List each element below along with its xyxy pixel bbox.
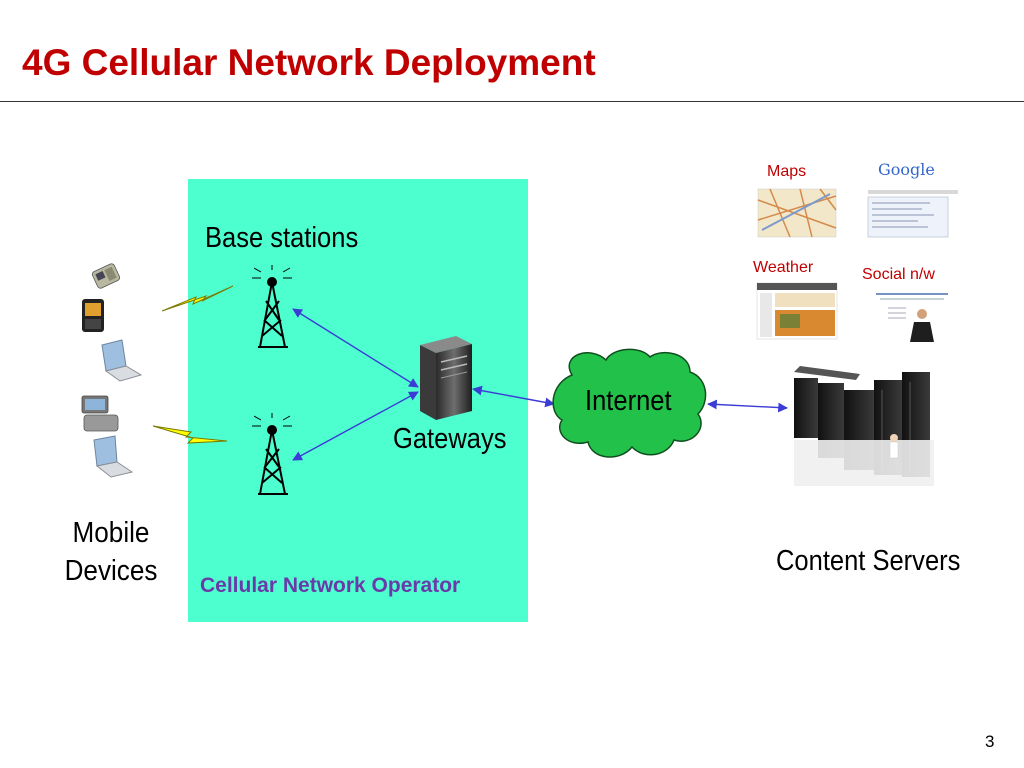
link-internet-servers bbox=[707, 399, 788, 413]
map-thumbnail bbox=[757, 188, 837, 238]
operator-label: Cellular Network Operator bbox=[200, 574, 461, 597]
gateways-label: Gateways bbox=[393, 423, 507, 455]
pda-phone-icon bbox=[81, 395, 119, 432]
search-page-thumbnail: Google bbox=[862, 153, 982, 241]
lightning-bolt-icon bbox=[152, 425, 228, 444]
lightning-bolt-icon bbox=[161, 285, 234, 312]
cell-tower-icon bbox=[252, 413, 292, 495]
cloud-icon bbox=[552, 348, 707, 458]
google-logo: Google bbox=[878, 160, 935, 179]
network-links bbox=[292, 308, 788, 461]
internet-label: Internet bbox=[585, 385, 672, 417]
content-servers-label: Content Servers bbox=[776, 545, 961, 577]
server-tower-icon bbox=[420, 336, 472, 420]
mobile-devices-label: Mobile Devices bbox=[64, 517, 158, 587]
server-rack-icon bbox=[794, 366, 934, 486]
link-tower1-gateway bbox=[292, 308, 419, 388]
weather-page-thumbnail bbox=[756, 282, 838, 340]
social-network-label: Social n/w bbox=[862, 266, 935, 283]
link-gateway-internet bbox=[472, 385, 555, 408]
social-page-thumbnail bbox=[870, 288, 956, 342]
cell-tower-icon bbox=[252, 265, 292, 348]
title-divider bbox=[0, 101, 1024, 102]
base-stations-label: Base stations bbox=[205, 222, 359, 254]
link-tower2-gateway bbox=[292, 391, 419, 461]
maps-label: Maps bbox=[767, 163, 807, 180]
laptop-icon bbox=[101, 339, 143, 382]
page-number: 3 bbox=[985, 732, 995, 751]
slide-title: 4G Cellular Network Deployment bbox=[22, 42, 596, 83]
mobile-phone-icon bbox=[91, 263, 121, 289]
smartphone-icon bbox=[82, 299, 104, 332]
laptop-icon bbox=[93, 435, 134, 478]
weather-label: Weather bbox=[753, 259, 814, 276]
